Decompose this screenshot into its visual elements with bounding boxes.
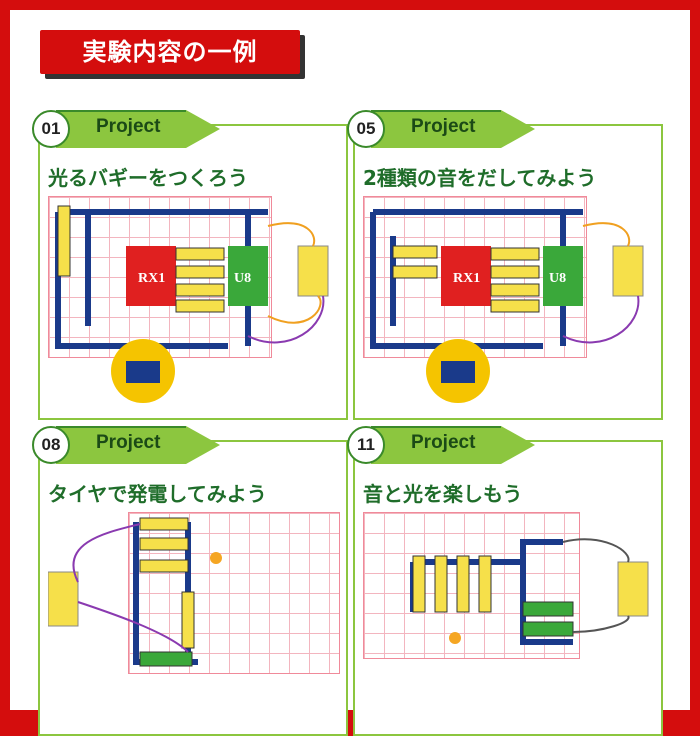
project-card-11: 11 Project 音と光を楽しもう (347, 426, 663, 736)
project-title: 2種類の音をだしてみよう (363, 166, 597, 190)
receiver-label: RX1 (453, 271, 480, 286)
project-number: 11 (347, 426, 385, 464)
buggy-module (612, 245, 644, 297)
circuit-diagram (410, 538, 649, 645)
project-tag: Project (411, 432, 476, 453)
section-heading: 実験内容の一例 (40, 30, 300, 74)
project-card-05: 05 Project 2種類の音をだしてみよう RX1 U8 (347, 110, 663, 420)
project-number: 08 (32, 426, 70, 464)
generator-module (48, 571, 79, 627)
project-title: 音と光を楽しもう (363, 482, 523, 506)
project-card-08: 08 Project タイヤで発電してみよう (32, 426, 348, 736)
project-title: タイヤで発電してみよう (48, 482, 267, 506)
project-badge: 05 Project (347, 110, 547, 150)
speaker-module (617, 561, 649, 617)
receiver-module (126, 246, 176, 306)
section-heading-text: 実験内容の一例 (82, 38, 258, 66)
project-badge: 11 Project (347, 426, 547, 466)
project-tag: Project (96, 432, 161, 453)
circuit-diagram: RX1 U8 (55, 205, 329, 403)
motor-control-label: U8 (549, 271, 566, 286)
receiver-label: RX1 (138, 271, 165, 286)
motor-control-label: U8 (234, 271, 251, 286)
grid-board (363, 512, 580, 659)
project-number: 01 (32, 110, 70, 148)
project-tag: Project (96, 116, 161, 137)
buggy-module (297, 245, 329, 297)
project-tab: Project (56, 110, 220, 148)
motor-control-module (228, 246, 268, 306)
project-tag: Project (411, 116, 476, 137)
circuit-diagram: RX1 U8 (370, 209, 644, 403)
receiver-module (441, 246, 491, 306)
project-badge: 01 Project (32, 110, 232, 150)
project-badge: 08 Project (32, 426, 232, 466)
circuit-illustration: RX1 U8 (48, 196, 338, 406)
project-tab: Project (371, 426, 535, 464)
circuit-illustration: RX1 U8 (363, 196, 653, 406)
circuit-illustration (363, 512, 653, 722)
project-card-01: 01 Project 光るバギーをつくろう RX1 U8 (32, 110, 348, 420)
circuit-diagram (48, 517, 222, 667)
motor-control-module (543, 246, 583, 306)
project-tab: Project (56, 426, 220, 464)
project-tab: Project (371, 110, 535, 148)
project-title: 光るバギーをつくろう (48, 166, 248, 190)
circuit-illustration (48, 512, 340, 722)
project-number: 05 (347, 110, 385, 148)
